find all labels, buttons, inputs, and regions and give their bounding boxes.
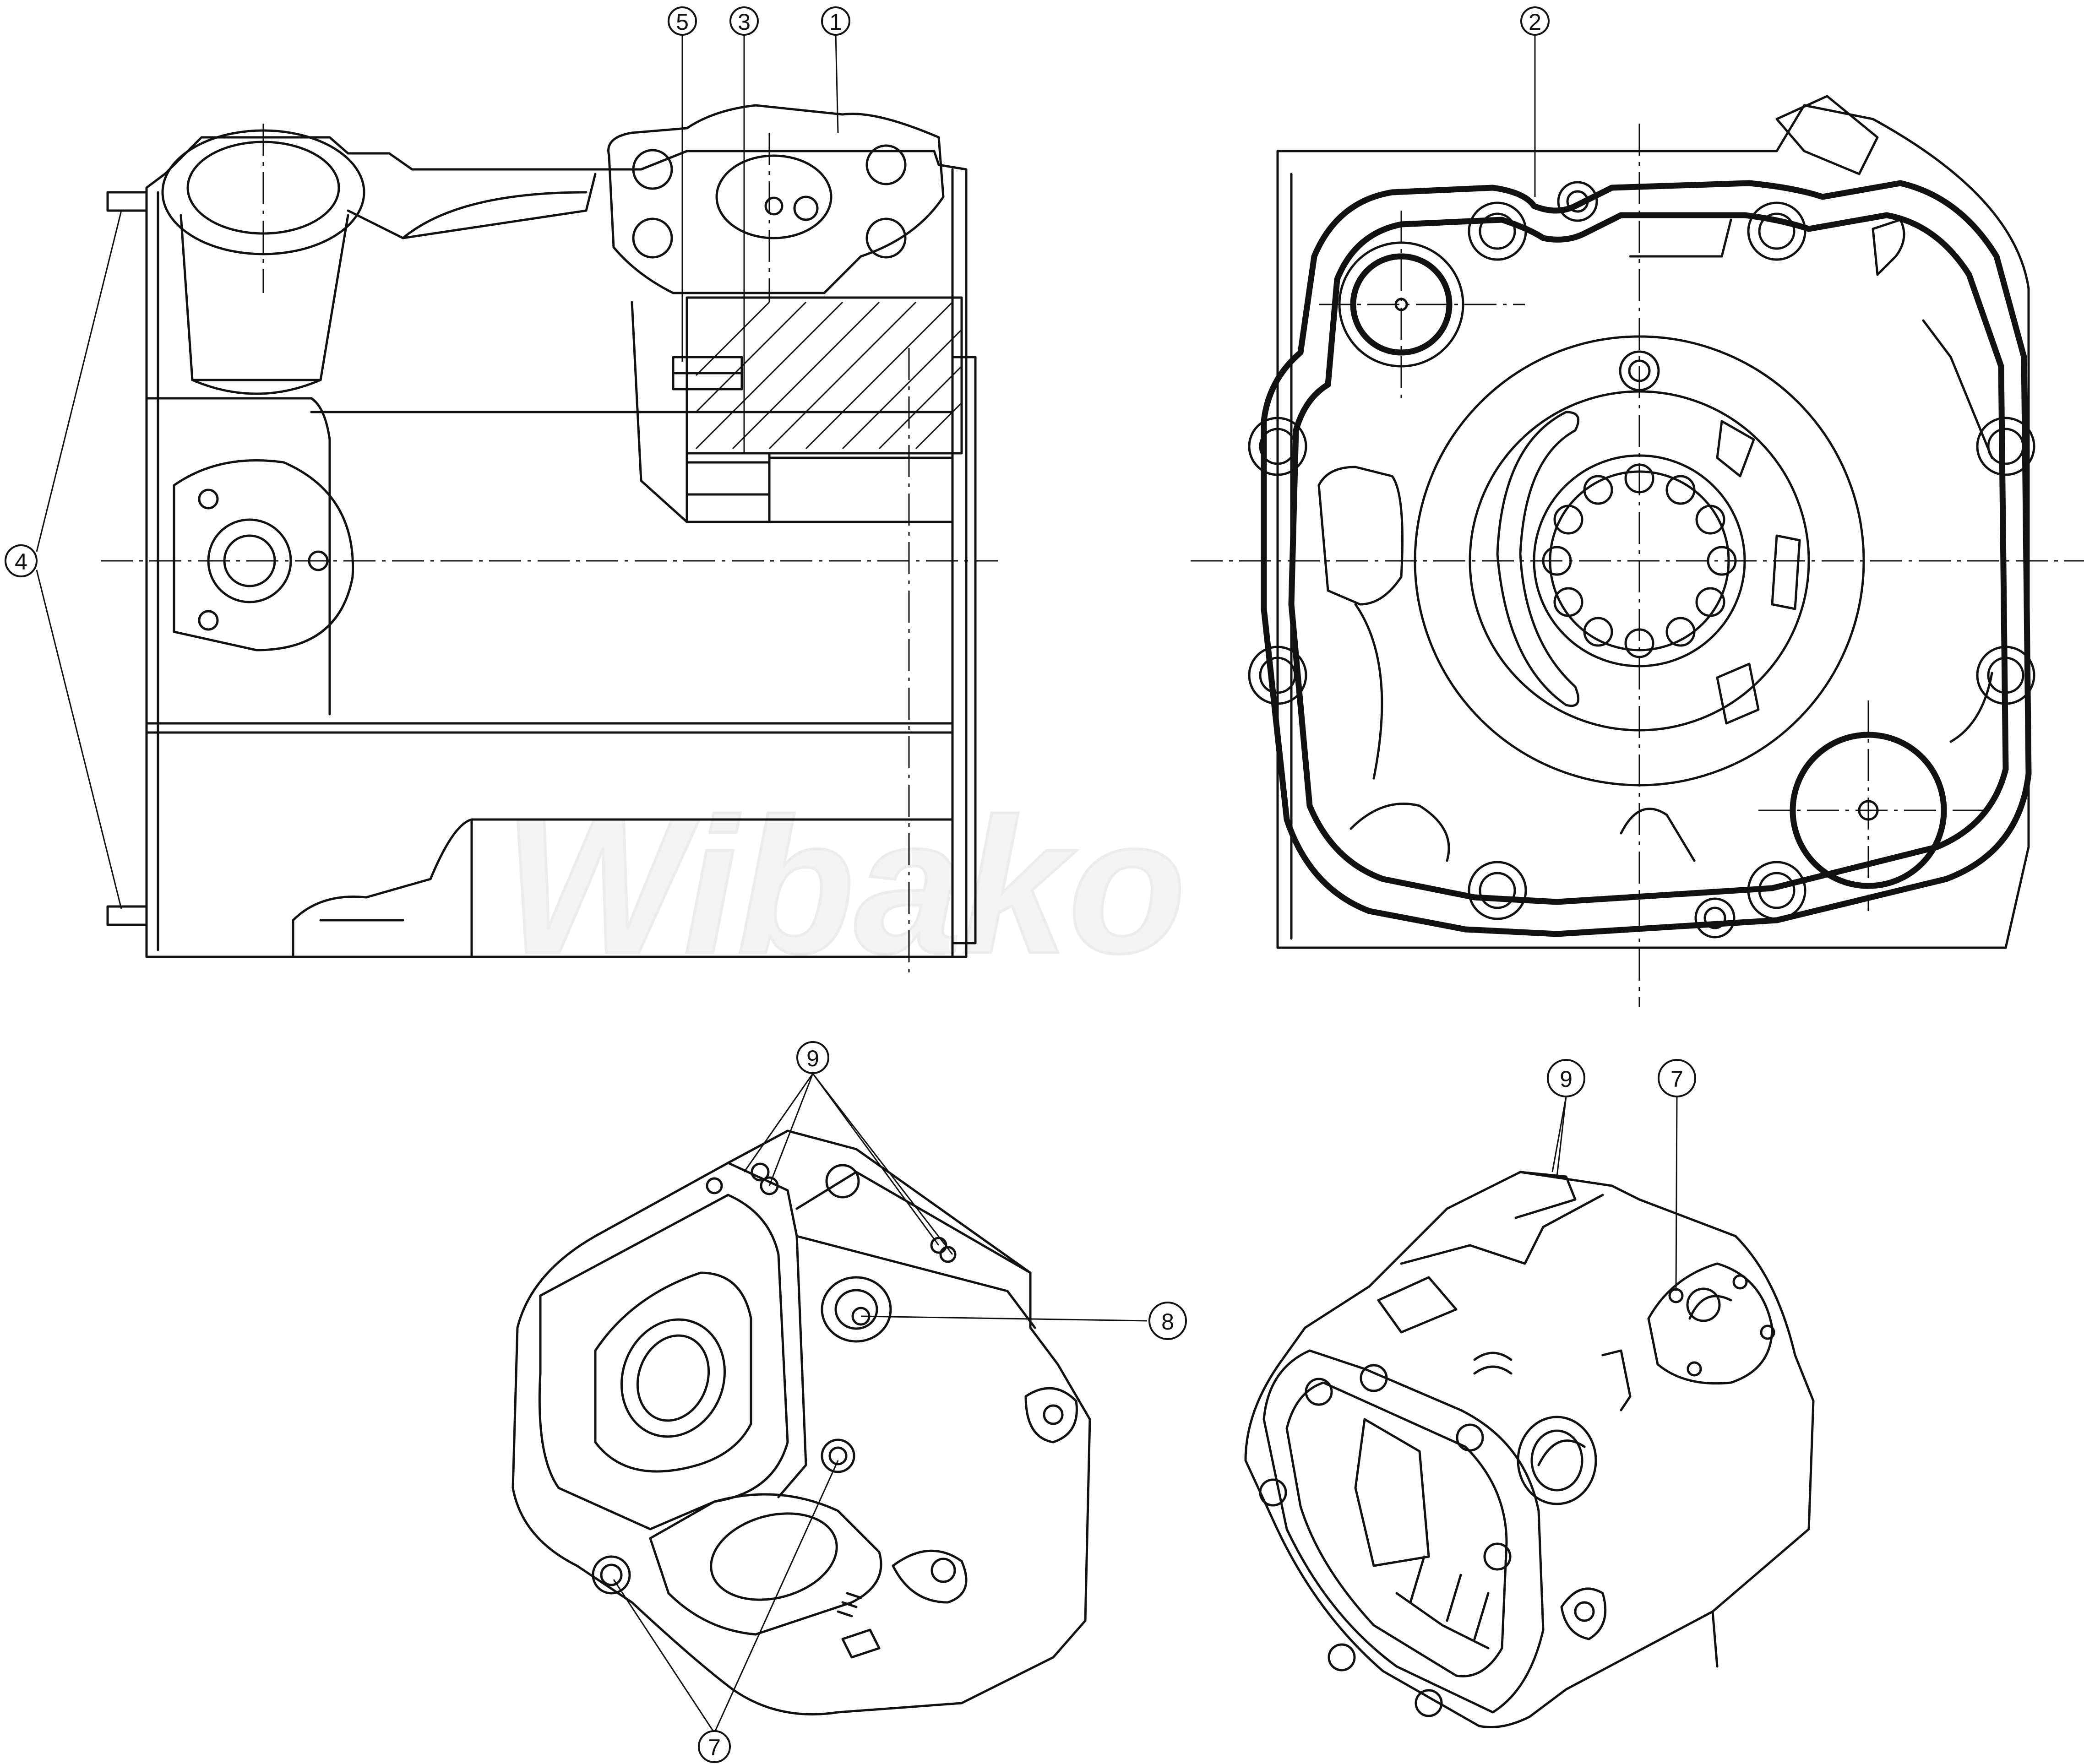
callout-9-left: 9 bbox=[796, 1041, 829, 1074]
callout-8: 8 bbox=[1148, 1302, 1187, 1340]
spline-teeth bbox=[1542, 463, 1737, 658]
leader-lines bbox=[36, 33, 1678, 1733]
iso-view-left bbox=[511, 1129, 1091, 1715]
callout-7-right: 7 bbox=[1658, 1059, 1696, 1097]
svg-text:3: 3 bbox=[738, 9, 751, 35]
callout-3: 3 bbox=[729, 6, 759, 36]
side-view bbox=[101, 104, 998, 975]
callout-7-left: 7 bbox=[698, 1730, 731, 1763]
section-hatch bbox=[695, 301, 963, 450]
callout-2: 2 bbox=[1520, 6, 1550, 36]
svg-text:9: 9 bbox=[1560, 1066, 1573, 1092]
svg-text:4: 4 bbox=[15, 549, 27, 575]
svg-text:8: 8 bbox=[1161, 1309, 1174, 1335]
svg-text:7: 7 bbox=[1670, 1066, 1683, 1092]
svg-text:7: 7 bbox=[708, 1735, 721, 1760]
watermark: Wibako bbox=[504, 779, 1186, 993]
callout-1: 1 bbox=[821, 6, 850, 36]
svg-text:2: 2 bbox=[1529, 9, 1541, 35]
svg-text:9: 9 bbox=[806, 1046, 819, 1071]
callout-9-right: 9 bbox=[1547, 1059, 1585, 1097]
callout-4: 4 bbox=[5, 544, 38, 577]
callout-5: 5 bbox=[668, 6, 697, 36]
svg-text:1: 1 bbox=[829, 9, 842, 35]
svg-text:5: 5 bbox=[676, 9, 689, 35]
iso-view-right bbox=[1244, 1171, 1815, 1728]
front-view bbox=[1191, 95, 2084, 1007]
